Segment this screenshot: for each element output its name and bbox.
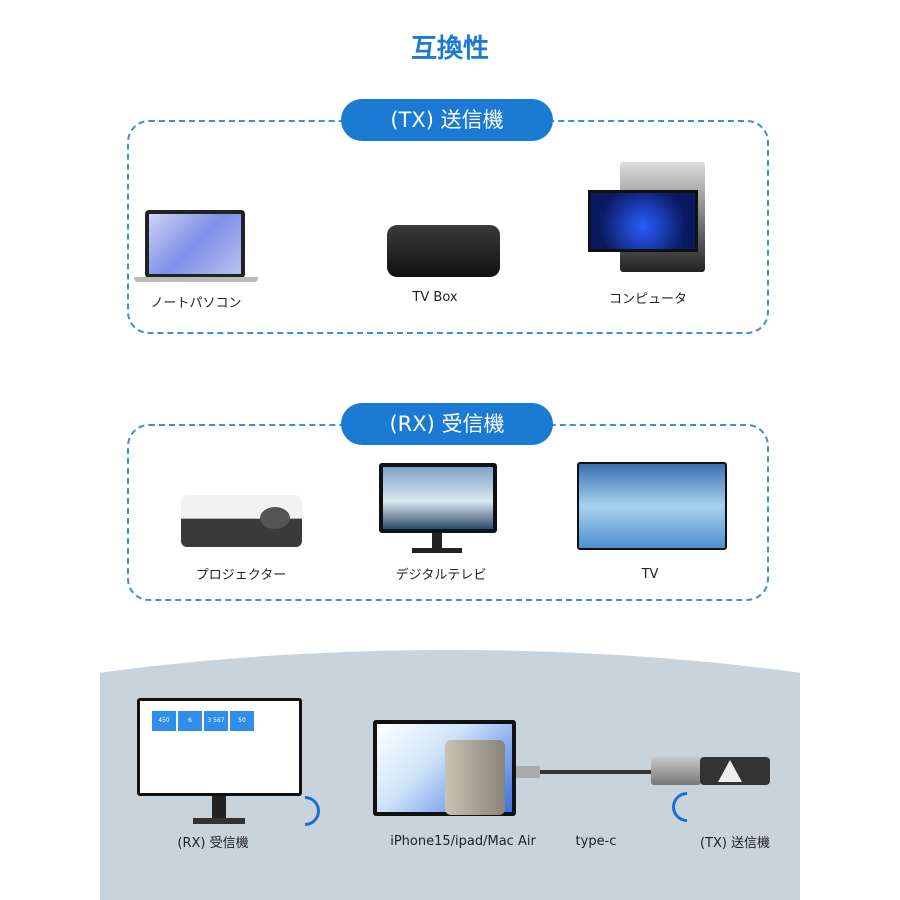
transmitter-label: (TX) 送信機: [699, 836, 771, 851]
type-c-connector: [516, 766, 540, 778]
dashboard-tile: 50: [230, 711, 254, 731]
device-label-tv: TV: [641, 567, 659, 582]
dashboard-tile: 3 567: [204, 711, 228, 731]
tx-section-label: (TX) 送信機: [341, 99, 553, 141]
digital-tv-base: [412, 548, 462, 553]
device-label-projector: プロジェクター: [195, 568, 287, 583]
page-title: 互換性: [410, 34, 489, 64]
digital-tv-stand: [432, 533, 442, 548]
laptop-base: [134, 277, 258, 282]
device-label-laptop: ノートパソコン: [150, 296, 242, 311]
transmitter-housing: [651, 757, 701, 785]
receiver-monitor-base: [193, 818, 245, 824]
rx-section-label: (RX) 受信機: [341, 403, 553, 445]
device-label-tv-box: TV Box: [412, 290, 458, 305]
device-label-computer: コンピュータ: [608, 292, 688, 307]
source-device-label: iPhone15/ipad/Mac Air: [390, 834, 536, 849]
pc-monitor-image: [588, 190, 698, 252]
projector-lens: [260, 507, 290, 529]
dashboard-tile: 450: [152, 711, 176, 731]
dashboard-tile: 6: [178, 711, 202, 731]
device-label-digital-tv: デジタルテレビ: [395, 568, 487, 583]
laptop-image: [145, 210, 245, 278]
tv-box-image: [387, 225, 500, 277]
tv-image: [577, 462, 727, 550]
receiver-label: (RX) 受信機: [177, 836, 249, 851]
cable-label: type-c: [575, 834, 617, 849]
receiver-monitor-stand: [212, 796, 226, 820]
phone-image: [445, 740, 505, 815]
transmitter-logo: [718, 760, 742, 782]
digital-tv-image: [379, 463, 497, 533]
type-c-cable: [540, 770, 652, 774]
